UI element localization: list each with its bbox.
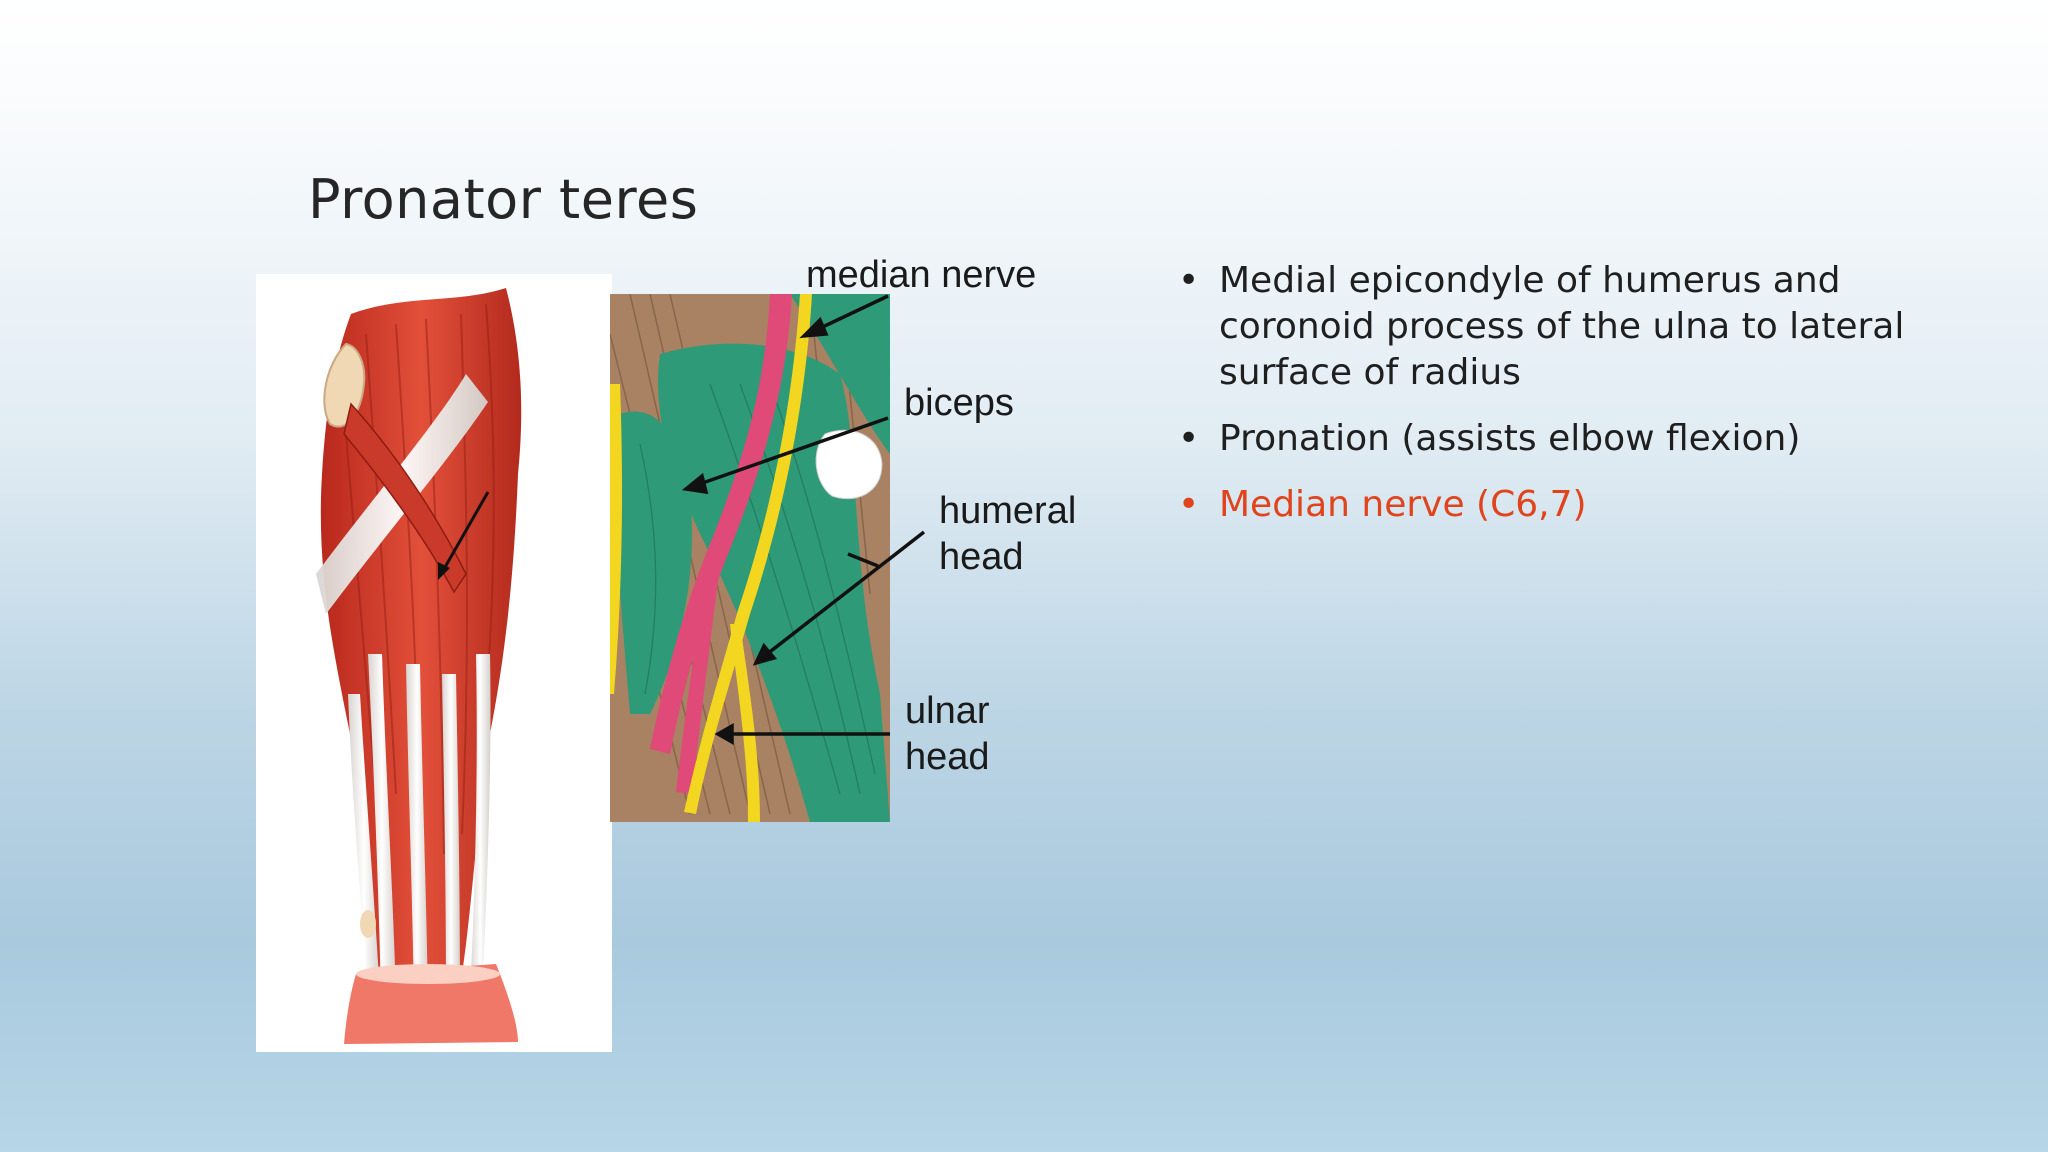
bullet-dot: • bbox=[1178, 418, 1200, 459]
bullet-origin-insertion: • Medial epicondyle of humerus and coron… bbox=[1178, 258, 1978, 396]
label-humeral-line1: humeral bbox=[939, 490, 1077, 532]
label-ulnar-head: ulnar head bbox=[905, 688, 990, 780]
bullet-list: • Medial epicondyle of humerus and coron… bbox=[1178, 258, 1978, 548]
bullet-text: Median nerve (C6,7) bbox=[1219, 484, 1587, 525]
bullet-text: Pronation (assists elbow flexion) bbox=[1219, 418, 1801, 459]
bullet-text: Medial epicondyle of humerus and coronoi… bbox=[1219, 260, 1905, 393]
label-biceps: biceps bbox=[904, 382, 1014, 424]
bullet-action: • Pronation (assists elbow flexion) bbox=[1178, 416, 1978, 462]
label-median-nerve: median nerve bbox=[806, 254, 1037, 296]
bullet-dot: • bbox=[1178, 260, 1200, 301]
forearm-muscle-illustration bbox=[256, 274, 612, 1052]
bullet-innervation: • Median nerve (C6,7) bbox=[1178, 482, 1978, 528]
label-ulnar-line1: ulnar bbox=[905, 690, 990, 732]
cubital-fossa-diagram bbox=[610, 294, 890, 822]
label-humeral-line2: head bbox=[939, 536, 1024, 578]
bullet-dot: • bbox=[1178, 484, 1200, 525]
label-ulnar-line2: head bbox=[905, 736, 990, 778]
slide-title: Pronator teres bbox=[308, 168, 699, 231]
label-humeral-head: humeral head bbox=[939, 488, 1076, 580]
